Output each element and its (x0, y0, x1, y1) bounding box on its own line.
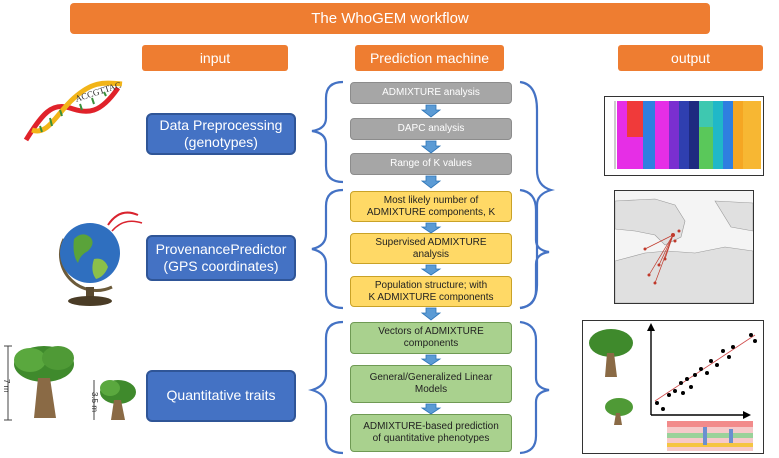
quantitative-traits-label: Quantitative traits (166, 387, 276, 404)
prediction-machine-header: Prediction machine (355, 45, 504, 71)
prediction-line1: ADMIXTURE-based prediction (363, 421, 499, 432)
dapc-analysis-step: DAPC analysis (350, 118, 512, 140)
down-arrow-icon (420, 403, 442, 415)
big-tree-height-label: 7 m (2, 379, 11, 393)
left-brace-group1 (311, 80, 344, 184)
admixture-analysis-step: ADMIXTURE analysis (350, 82, 512, 104)
data-preprocessing-sublabel: (genotypes) (184, 134, 258, 150)
range-k-values-label: Range of K values (390, 158, 472, 169)
input-header: input (142, 45, 288, 71)
data-preprocessing-label: Data Preprocessing (159, 116, 283, 133)
provenance-map-output (614, 190, 754, 304)
likely-k-line1: Most likely number of (383, 194, 479, 206)
trees-icon: 7 m 3.5 m (2, 345, 136, 421)
dna-helix-icon: ACCGTTAC (23, 80, 122, 142)
data-preprocessing-box: Data Preprocessing(genotypes) (146, 113, 296, 155)
provenance-predictor-label: ProvenancePredictor (155, 240, 287, 257)
prediction-line2: of quantitative phenotypes (372, 433, 490, 444)
workflow-title: The WhoGEM workflow (70, 3, 710, 34)
admixture-analysis-label: ADMIXTURE analysis (382, 87, 480, 98)
likely-k-line2: ADMIXTURE components, K (366, 206, 496, 218)
provenance-predictor-box: ProvenancePredictor(GPS coordinates) (146, 235, 296, 281)
down-arrow-icon (420, 175, 442, 189)
trait-prediction-output (582, 320, 764, 454)
down-arrow-icon (420, 140, 442, 154)
glm-line2: Models (414, 384, 448, 395)
output-header: output (618, 45, 763, 71)
provenance-predictor-sublabel: (GPS coordinates) (163, 258, 279, 274)
down-arrow-icon (420, 104, 442, 118)
down-arrow-icon (420, 222, 442, 234)
right-brace-group3 (519, 320, 550, 455)
globe-icon (59, 211, 143, 306)
left-brace-group2 (311, 188, 344, 310)
down-arrow-icon (420, 264, 442, 276)
down-arrow-icon (420, 354, 442, 366)
right-brace-group2 (519, 188, 550, 310)
population-structure-line1: Population structure; with (374, 279, 488, 291)
supervised-admixture-line2: analysis (412, 248, 450, 260)
admixture-vectors-line2: components (403, 338, 459, 349)
supervised-admixture-line1: Supervised ADMIXTURE (375, 236, 487, 248)
glm-line1: General/Generalized Linear (369, 372, 493, 383)
admixture-barplot-output (604, 96, 764, 176)
population-structure-line2: K ADMIXTURE components (368, 291, 494, 303)
admixture-vectors-line1: Vectors of ADMIXTURE (378, 326, 484, 337)
trait-regression-plot (589, 323, 757, 451)
dapc-analysis-label: DAPC analysis (397, 123, 465, 134)
small-tree-height-label: 3.5 m (90, 392, 99, 412)
left-brace-group3 (308, 320, 344, 455)
quantitative-traits-box: Quantitative traits (146, 370, 296, 422)
provenance-map (614, 198, 754, 304)
down-arrow-icon (420, 307, 442, 321)
admixture-barplot (614, 101, 761, 169)
